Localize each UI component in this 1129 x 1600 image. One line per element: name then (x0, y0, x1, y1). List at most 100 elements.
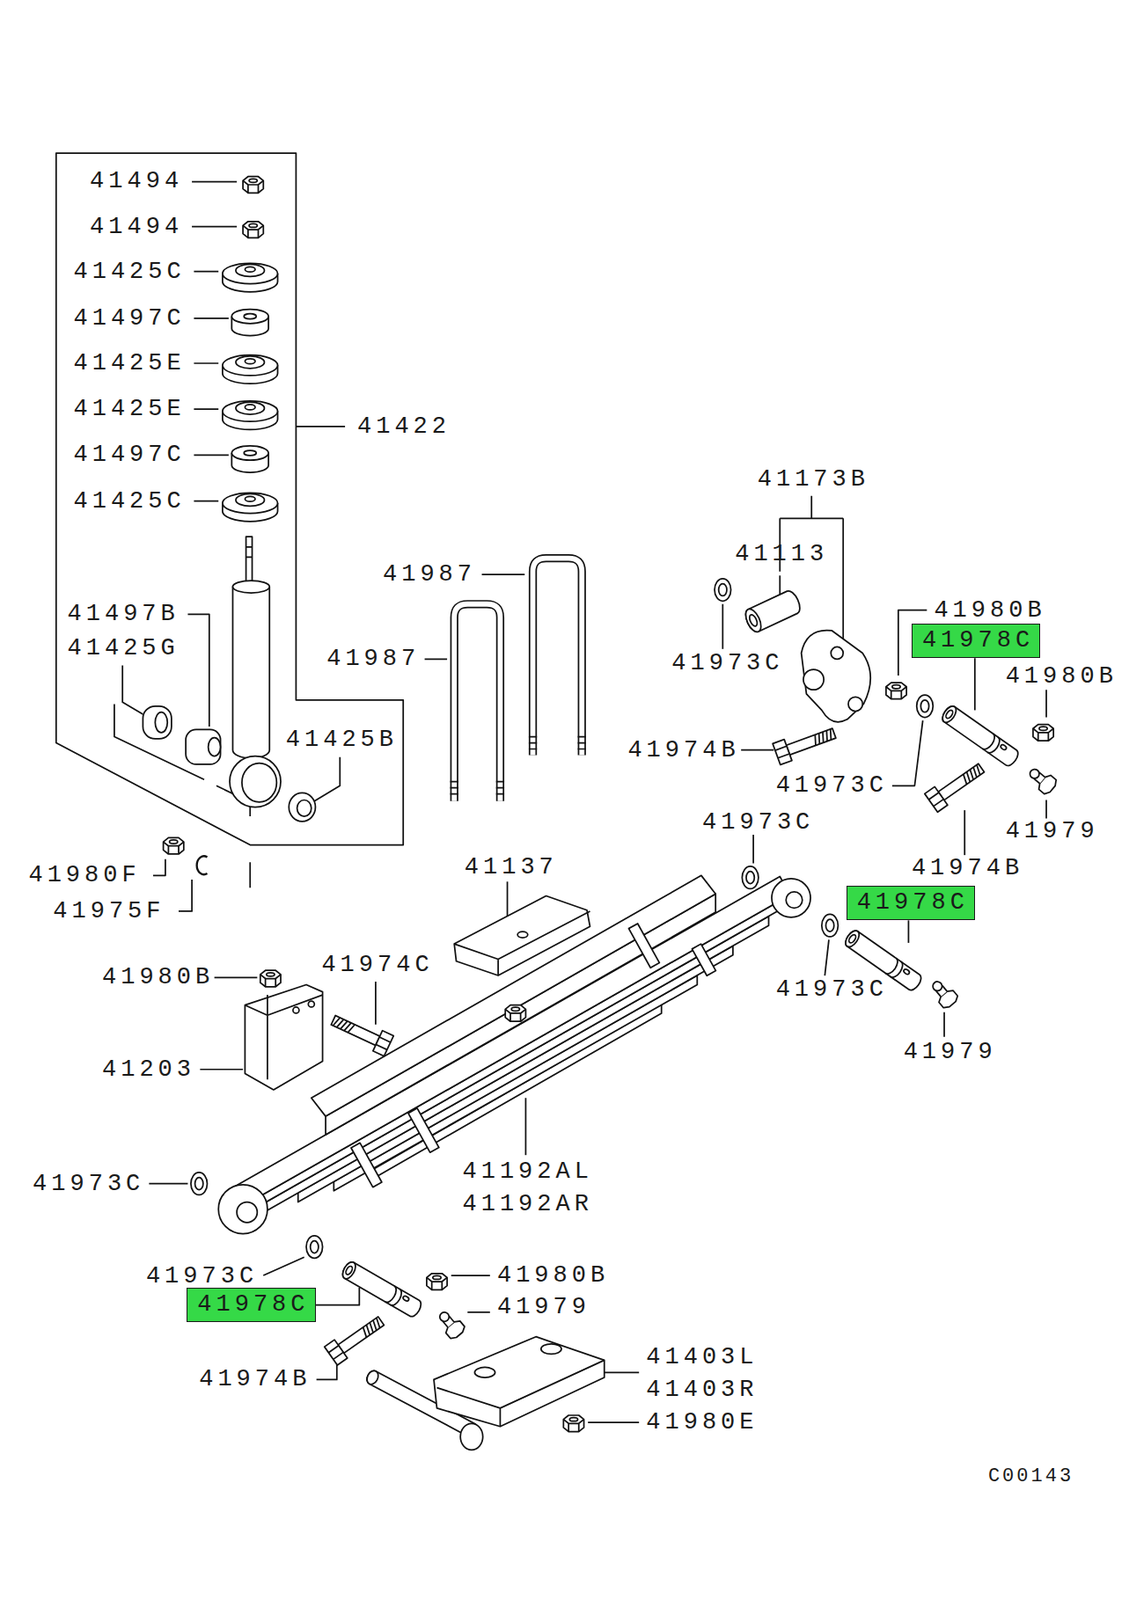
leader-line (374, 982, 377, 1026)
callout-number: 41425E (73, 397, 186, 422)
highlight-box: 41978C (911, 623, 1041, 659)
shackle (742, 588, 804, 635)
leaf-spring (785, 892, 803, 910)
shock-absorber (246, 547, 253, 558)
leader-line (214, 976, 258, 979)
highlight-box: 41978C (846, 886, 976, 921)
callout-number: 41973C (671, 652, 784, 676)
leaf-spring (236, 1202, 257, 1224)
highlight-box: 41978C (186, 1288, 316, 1323)
leader-line (191, 182, 237, 502)
shock-mount-parts (222, 263, 279, 292)
callout-number: 41974C (321, 953, 433, 978)
shackle (939, 703, 1021, 769)
shackle (1033, 725, 1054, 742)
u-bolt (454, 604, 500, 802)
callout-number: 41974B (911, 857, 1024, 881)
leaf-spring (629, 923, 660, 968)
callout-number: 41497C (73, 306, 186, 330)
shock-mount-parts (222, 176, 279, 522)
shock-mount-parts (242, 221, 264, 239)
leader-line (963, 810, 966, 856)
spring-hanger (244, 984, 323, 1090)
callout-number: 41973C (776, 978, 888, 1003)
spring-seat (460, 1423, 484, 1451)
leaf-spring (218, 1185, 268, 1235)
callout-number: 41987 (382, 563, 477, 587)
callout-number: 41203 (102, 1057, 196, 1082)
leader-line (587, 1422, 639, 1424)
shock-absorber (232, 580, 270, 594)
leader-line (824, 939, 829, 976)
leaf-spring (351, 1143, 382, 1188)
u-bolt (533, 558, 583, 756)
callout-number: 41979 (497, 1296, 591, 1320)
leader-line (122, 182, 340, 912)
spring-hanger (293, 1007, 300, 1014)
shackle (747, 614, 759, 629)
shock-absorber (246, 536, 253, 584)
callout-number: 41192AL (461, 1159, 593, 1184)
callout-number: 41980F (28, 864, 140, 888)
shock-absorber (297, 800, 312, 818)
shackle (742, 588, 804, 635)
callout-number: 41975F (52, 899, 165, 924)
leader-line (943, 1012, 946, 1038)
shock-mount-parts (222, 492, 279, 521)
leader-line (148, 604, 1047, 1423)
leaf-spring (691, 944, 716, 976)
leaf-spring (741, 866, 759, 890)
leader-line (314, 757, 340, 802)
shackle (742, 607, 764, 635)
leaf-spring (691, 944, 716, 976)
group-outline (114, 703, 250, 817)
leader-line (1045, 689, 1048, 718)
spring-seat (426, 1274, 448, 1291)
leader-line (122, 665, 143, 715)
leaf-spring (325, 894, 716, 1136)
leaf-spring (311, 875, 716, 1117)
shock-absorber (208, 738, 221, 757)
leader-line (974, 658, 976, 711)
leaf-spring (821, 914, 839, 938)
part-number: 41978C (852, 891, 969, 916)
shock-mount-parts (231, 309, 269, 337)
leader-line (316, 1363, 338, 1381)
callout-number: 41980B (1005, 665, 1118, 690)
callout-number: 41980E (645, 1411, 758, 1436)
leader-line (892, 720, 924, 786)
leaf-spring (629, 923, 660, 968)
u-bolt (533, 558, 583, 756)
leaf-spring (408, 1108, 440, 1153)
callout-number: 41497B (67, 602, 180, 627)
callout-number: 41987 (326, 647, 420, 672)
callout-number: 41973C (146, 1265, 258, 1290)
shackle (803, 669, 824, 690)
leader-line (178, 879, 192, 912)
group-outline (56, 153, 404, 888)
leader-line (604, 1371, 639, 1374)
shackle (848, 696, 863, 712)
leader-line (187, 614, 209, 727)
shock-absorber (288, 792, 316, 822)
shackle (1025, 763, 1059, 797)
shock-absorber (229, 756, 281, 808)
callout-number: 41494 (89, 169, 184, 194)
spring-seat (563, 1415, 584, 1433)
spring-hanger (328, 1010, 394, 1057)
shock-mount-parts (222, 401, 279, 430)
callout-number: 41973C (32, 1172, 145, 1196)
callout-number: 41974B (198, 1368, 311, 1393)
group-outline (249, 862, 251, 888)
u-bolt (528, 737, 587, 750)
leader-line (721, 604, 724, 650)
shock-absorber (142, 536, 316, 875)
callout-number: 41137 (464, 856, 558, 880)
callout-number: 41494 (89, 214, 184, 239)
spring-hanger (260, 970, 281, 988)
shock-absorber (232, 586, 270, 759)
part-number: 41978C (917, 629, 1034, 653)
spring-seat (306, 1236, 323, 1260)
callout-number: 41425B (285, 728, 398, 753)
callout-number: 41973C (702, 810, 814, 835)
